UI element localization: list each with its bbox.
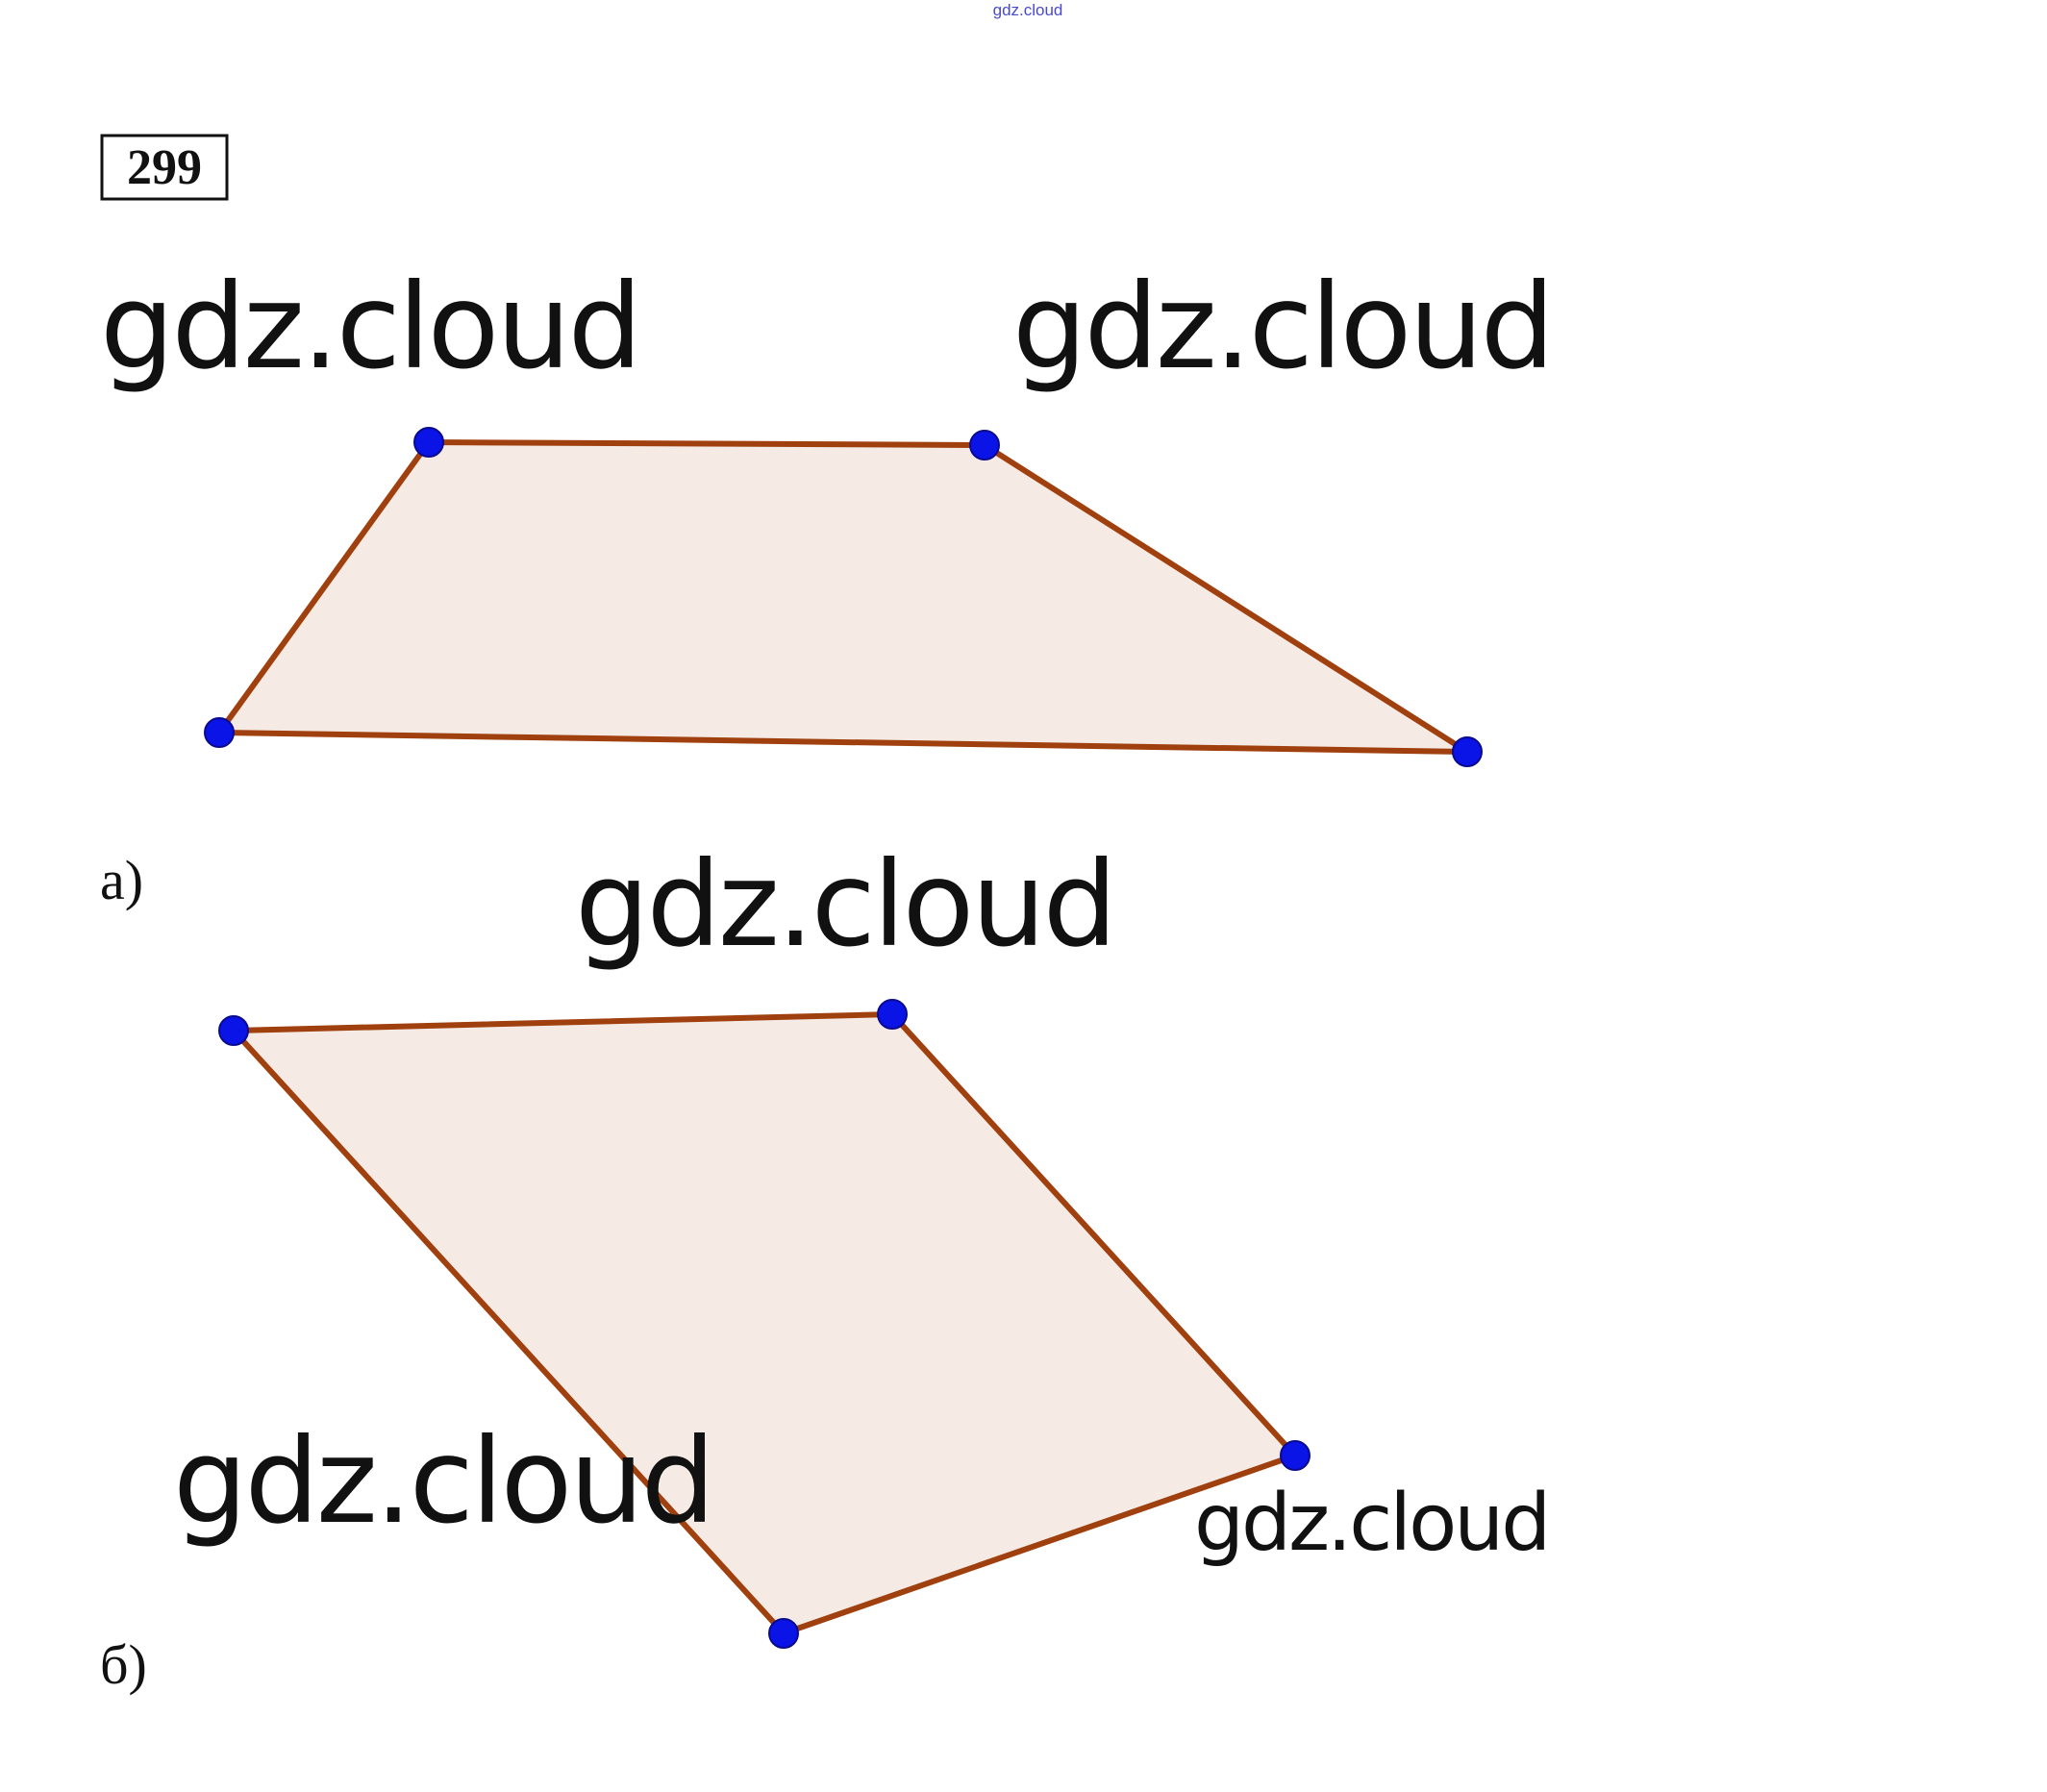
problem-number: 299	[127, 140, 202, 195]
vertex	[1280, 1440, 1311, 1471]
watermark-1: gdz.cloud	[100, 259, 639, 395]
header-watermark: gdz.cloud	[993, 1, 1063, 19]
vertex	[218, 1015, 249, 1046]
watermark-5: gdz.cloud	[1194, 1478, 1548, 1569]
problem-number-box	[100, 134, 229, 201]
vertices-a	[204, 427, 1483, 767]
quadrilateral-a	[216, 439, 1470, 755]
watermark-2: gdz.cloud	[1012, 259, 1552, 395]
vertex	[204, 717, 235, 748]
vertex	[768, 1618, 799, 1649]
vertex	[413, 427, 444, 458]
part-label-a: а)	[100, 849, 143, 911]
watermark-4: gdz.cloud	[173, 1413, 712, 1550]
vertices-b	[218, 999, 1311, 1649]
vertex	[877, 999, 908, 1030]
vertex	[1452, 736, 1483, 767]
watermark-3: gdz.cloud	[575, 836, 1114, 973]
vertex	[969, 430, 1000, 460]
part-label-b: б)	[100, 1633, 147, 1696]
